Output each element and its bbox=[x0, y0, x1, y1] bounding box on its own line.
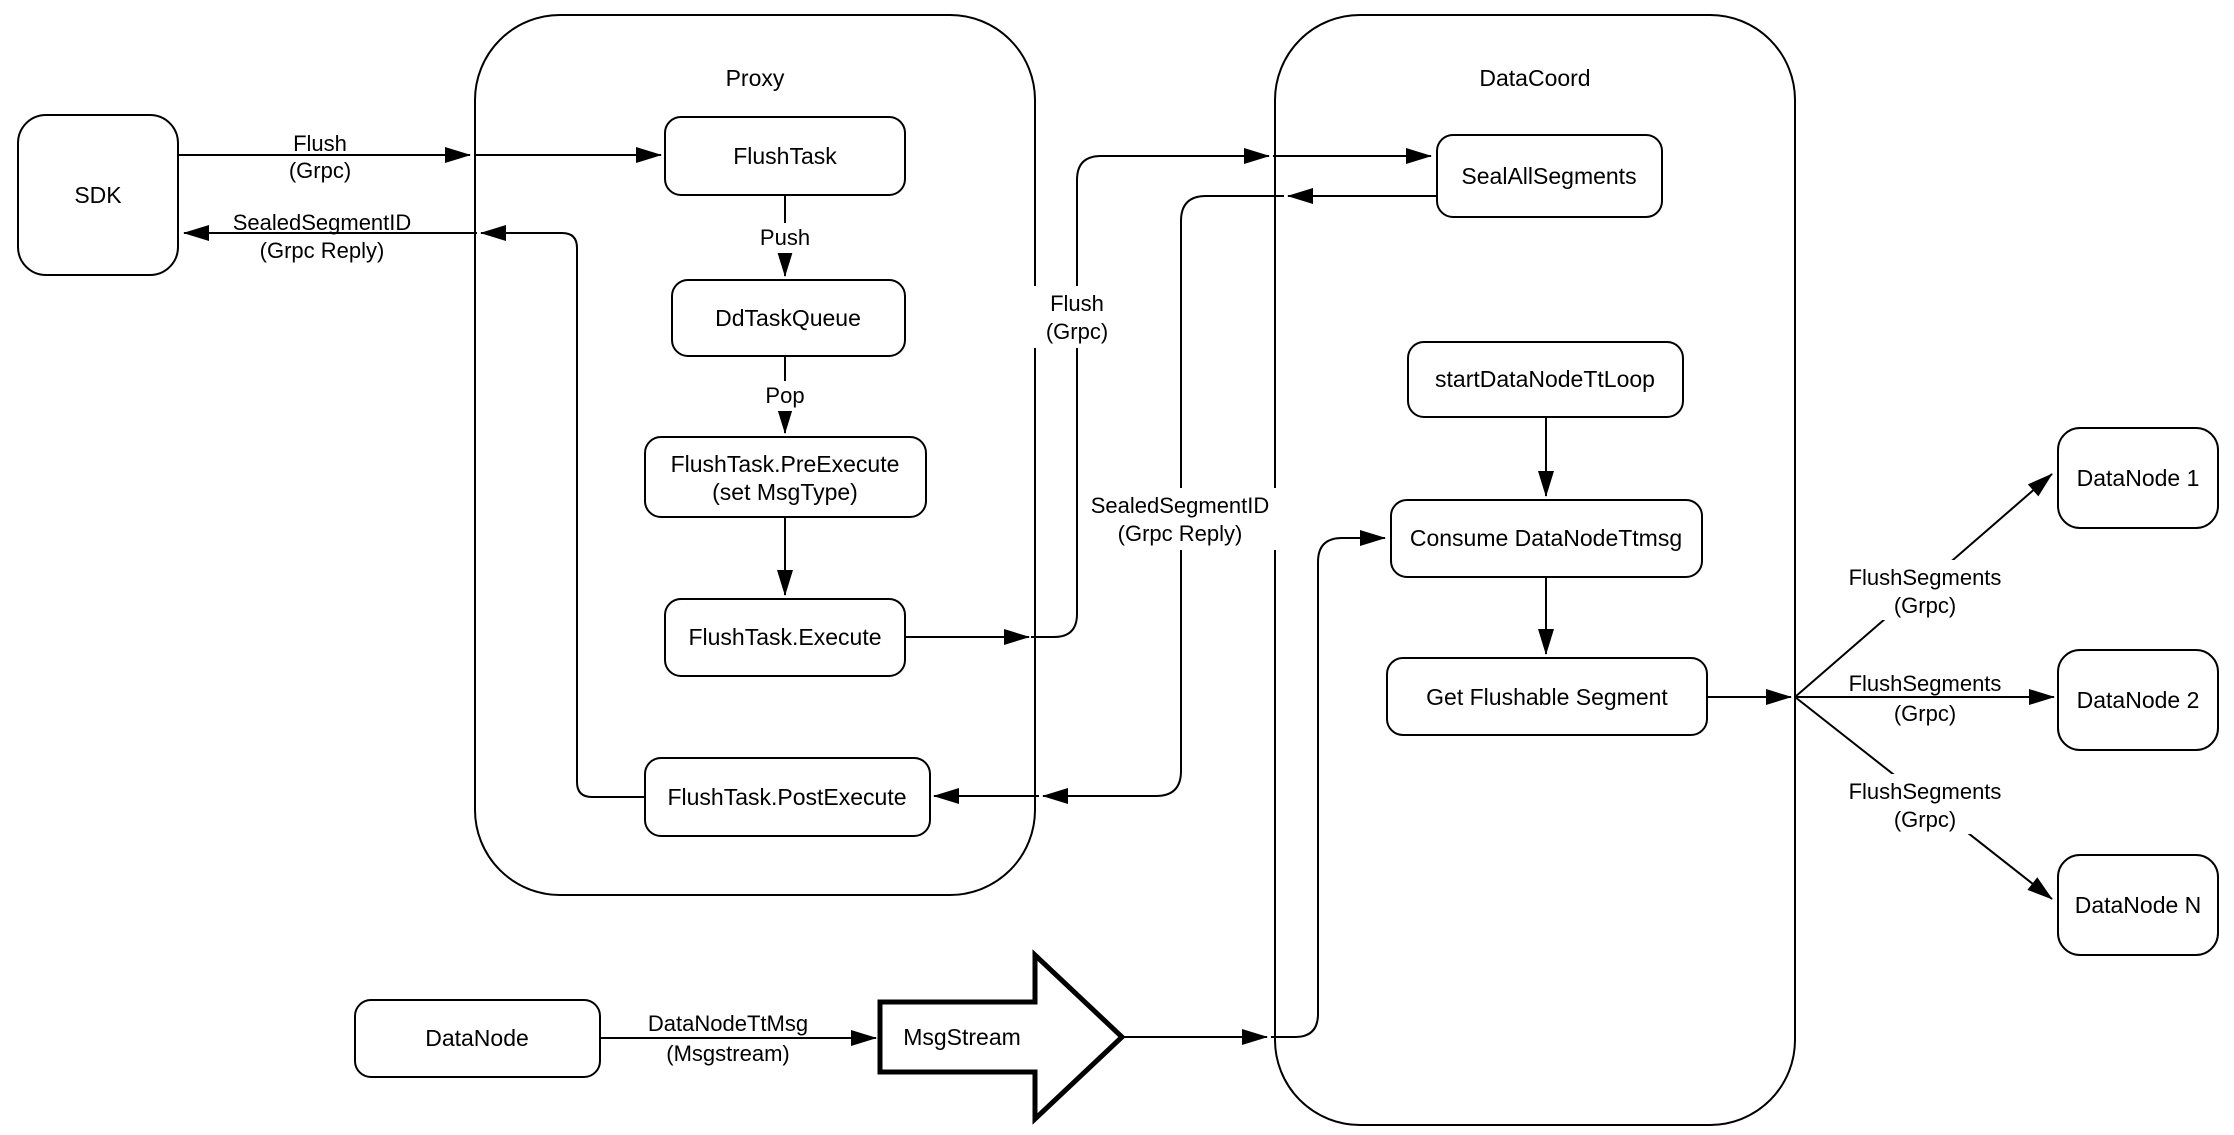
edge-label-flushsegments-1-bg bbox=[1843, 560, 2007, 620]
node-msgstream: MsgStream bbox=[877, 949, 1126, 1125]
node-datanode-bottom: DataNode bbox=[354, 999, 601, 1078]
edge-label-flush-datacoord-bg bbox=[1027, 286, 1127, 348]
node-sealallsegments-box bbox=[1436, 134, 1663, 218]
edge-label-sealedsegmentid-sdk: SealedSegmentID (Grpc Reply) bbox=[233, 210, 412, 263]
edge-label-flushsegments-3: FlushSegments (Grpc) bbox=[1843, 774, 2007, 834]
edge-label-flushsegments-2-line2: (Grpc) bbox=[1894, 701, 1956, 726]
node-msgstream-label: MsgStream bbox=[903, 1024, 1021, 1050]
node-datanode-1-label: DataNode 1 bbox=[2077, 465, 2200, 491]
edge-label-flush-datacoord: Flush (Grpc) bbox=[1027, 286, 1127, 348]
node-flushtask: FlushTask bbox=[664, 116, 906, 196]
msgstream-arrow-shape bbox=[877, 949, 1126, 1125]
node-datanode-1-box bbox=[2057, 427, 2219, 529]
node-flushtask-preexecute: FlushTask.PreExecute (set MsgType) bbox=[644, 436, 927, 518]
edge-label-datanodettmsg-line1: DataNodeTtMsg bbox=[648, 1011, 808, 1036]
node-consume-datanodettmsg: Consume DataNodeTtmsg bbox=[1390, 499, 1703, 578]
node-sdk-label: SDK bbox=[74, 182, 122, 208]
node-startdatanodettloop-box bbox=[1407, 341, 1684, 418]
edge-label-sealedsegmentid-sdk-line1: SealedSegmentID bbox=[233, 210, 412, 235]
datacoord-label: DataCoord bbox=[1479, 65, 1590, 91]
edge-label-flushsegments-1-line2: (Grpc) bbox=[1894, 593, 1956, 618]
edge-label-push: Push bbox=[752, 223, 818, 253]
node-startdatanodettloop-label: startDataNodeTtLoop bbox=[1435, 366, 1655, 392]
node-datanode-bottom-box bbox=[354, 999, 601, 1078]
node-datanode-1: DataNode 1 bbox=[2057, 427, 2219, 529]
edge-label-flush-sdk-line1: Flush bbox=[293, 131, 347, 156]
node-ddtaskqueue-box bbox=[671, 279, 906, 357]
node-ddtaskqueue: DdTaskQueue bbox=[671, 279, 906, 357]
edge-label-datanodettmsg-line2: (Msgstream) bbox=[666, 1041, 789, 1066]
datacoord-boundary bbox=[1274, 14, 1796, 1126]
node-get-flushable-segment: Get Flushable Segment bbox=[1386, 657, 1708, 736]
edge-label-flushsegments-1-line1: FlushSegments bbox=[1849, 565, 2002, 590]
node-flushtask-postexecute-box bbox=[644, 757, 931, 837]
edge-label-pop-bg bbox=[756, 381, 814, 411]
node-datanode-2: DataNode 2 bbox=[2057, 649, 2219, 751]
edge-label-sealedsegmentid-proxy-line1: SealedSegmentID bbox=[1091, 493, 1270, 518]
container-proxy: Proxy bbox=[474, 14, 1036, 896]
node-flushtask-preexecute-label-line2: (set MsgType) bbox=[712, 479, 858, 505]
proxy-label: Proxy bbox=[726, 65, 785, 91]
node-sealallsegments-label: SealAllSegments bbox=[1461, 163, 1636, 189]
node-datanode-n: DataNode N bbox=[2057, 854, 2219, 956]
edge-label-flush-sdk: Flush (Grpc) bbox=[289, 131, 351, 183]
edge-label-sealedsegmentid-proxy-bg bbox=[1078, 488, 1283, 550]
node-flushtask-execute-box bbox=[664, 598, 906, 677]
edge-label-flush-datacoord-line1: Flush bbox=[1050, 291, 1104, 316]
node-sdk: SDK bbox=[17, 114, 179, 276]
node-datanode-2-box bbox=[2057, 649, 2219, 751]
node-consume-datanodettmsg-label: Consume DataNodeTtmsg bbox=[1410, 525, 1682, 551]
container-datacoord: DataCoord bbox=[1274, 14, 1796, 1126]
node-get-flushable-segment-label: Get Flushable Segment bbox=[1426, 684, 1668, 710]
node-flushtask-postexecute-label: FlushTask.PostExecute bbox=[667, 784, 906, 810]
node-flushtask-preexecute-label-line1: FlushTask.PreExecute bbox=[671, 451, 900, 477]
node-sdk-box bbox=[17, 114, 179, 276]
edge-label-flushsegments-1: FlushSegments (Grpc) bbox=[1843, 560, 2007, 620]
node-flushtask-preexecute-box bbox=[644, 436, 927, 518]
edge-label-flushsegments-3-line1: FlushSegments bbox=[1849, 779, 2002, 804]
edge-label-flushsegments-3-line2: (Grpc) bbox=[1894, 807, 1956, 832]
node-flushtask-execute-label: FlushTask.Execute bbox=[688, 624, 881, 650]
edge-label-flush-datacoord-line2: (Grpc) bbox=[1046, 319, 1108, 344]
edge-label-flushsegments-2-line1: FlushSegments bbox=[1849, 671, 2002, 696]
node-sealallsegments: SealAllSegments bbox=[1436, 134, 1663, 218]
edge-label-datanodettmsg: DataNodeTtMsg (Msgstream) bbox=[648, 1011, 808, 1066]
node-datanode-2-label: DataNode 2 bbox=[2077, 687, 2200, 713]
edge-label-push-text: Push bbox=[760, 225, 810, 250]
edge-label-flush-sdk-line2: (Grpc) bbox=[289, 158, 351, 183]
edge-flush-to-datacoordedge bbox=[1031, 148, 1270, 638]
edge-label-flushsegments-2: FlushSegments (Grpc) bbox=[1849, 671, 2002, 726]
edge-postexecute-to-proxyedge bbox=[480, 225, 645, 798]
edge-label-sealedsegmentid-proxy: SealedSegmentID (Grpc Reply) bbox=[1078, 488, 1283, 550]
edge-label-pop: Pop bbox=[756, 381, 814, 411]
node-flushtask-postexecute: FlushTask.PostExecute bbox=[644, 757, 931, 837]
edge-msgstream-to-consume bbox=[1271, 530, 1386, 1038]
node-datanode-bottom-label: DataNode bbox=[425, 1025, 529, 1051]
node-startdatanodettloop: startDataNodeTtLoop bbox=[1407, 341, 1684, 418]
edge-label-sealedsegmentid-sdk-line2: (Grpc Reply) bbox=[260, 238, 385, 263]
node-datanode-n-label: DataNode N bbox=[2075, 892, 2202, 918]
edge-label-sealedsegmentid-proxy-line2: (Grpc Reply) bbox=[1118, 521, 1243, 546]
edge-label-push-bg bbox=[752, 223, 818, 253]
proxy-boundary bbox=[474, 14, 1036, 896]
edge-label-flushsegments-3-bg bbox=[1843, 774, 2007, 834]
node-flushtask-label: FlushTask bbox=[733, 143, 837, 169]
node-flushtask-box bbox=[664, 116, 906, 196]
node-get-flushable-segment-box bbox=[1386, 657, 1708, 736]
node-consume-datanodettmsg-box bbox=[1390, 499, 1703, 578]
node-datanode-n-box bbox=[2057, 854, 2219, 956]
node-ddtaskqueue-label: DdTaskQueue bbox=[715, 305, 861, 331]
node-flushtask-execute: FlushTask.Execute bbox=[664, 598, 906, 677]
edge-label-pop-text: Pop bbox=[765, 383, 804, 408]
